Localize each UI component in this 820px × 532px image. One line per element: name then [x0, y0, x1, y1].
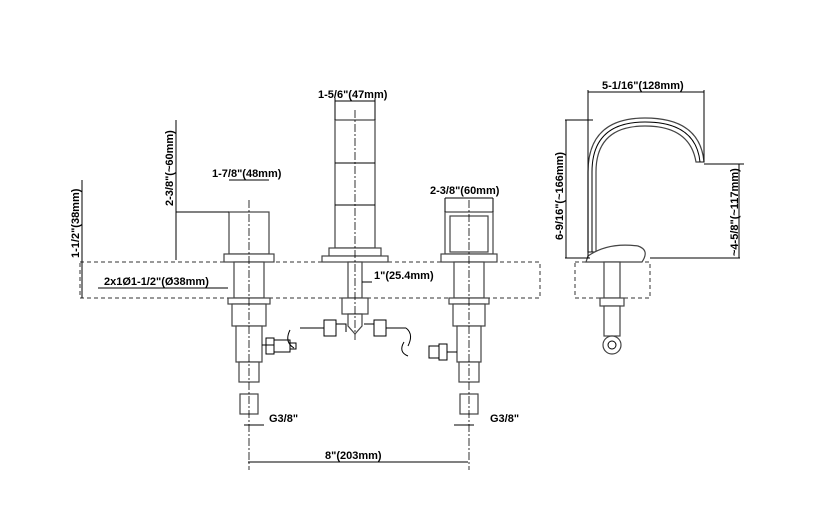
dim-handle [175, 120, 269, 260]
spout [287, 110, 412, 349]
label-spout-clearance: ~4-5/8"(~117mm) [729, 168, 741, 256]
left-handle [223, 200, 297, 470]
deck-outline [79, 261, 541, 299]
label-spout-hole: 1"(25.4mm) [374, 270, 434, 282]
dim-handle-right [444, 197, 494, 212]
label-handle-height: 2-3/8"(~60mm) [164, 130, 176, 206]
label-thread-right: G3/8" [490, 413, 519, 425]
label-handle-width-left: 1-7/8"(48mm) [212, 168, 282, 180]
label-deck-thickness: 1-1/2"(38mm) [70, 188, 82, 258]
label-holes: 2x1Ø1-1/2"(Ø38mm) [104, 276, 209, 288]
label-reach: 5-1/16"(128mm) [602, 80, 684, 92]
dim-spread [244, 424, 474, 463]
label-thread-left: G3/8" [269, 413, 298, 425]
label-total-height: 6-9/16"(~166mm) [554, 152, 566, 240]
right-handle [401, 200, 498, 470]
side-view [565, 90, 744, 355]
label-handle-width-right: 2-3/8"(60mm) [430, 185, 500, 197]
dim-spout-width [334, 98, 376, 120]
label-spread: 8"(203mm) [325, 450, 382, 462]
label-spout-width: 1-5/6"(47mm) [318, 89, 388, 101]
